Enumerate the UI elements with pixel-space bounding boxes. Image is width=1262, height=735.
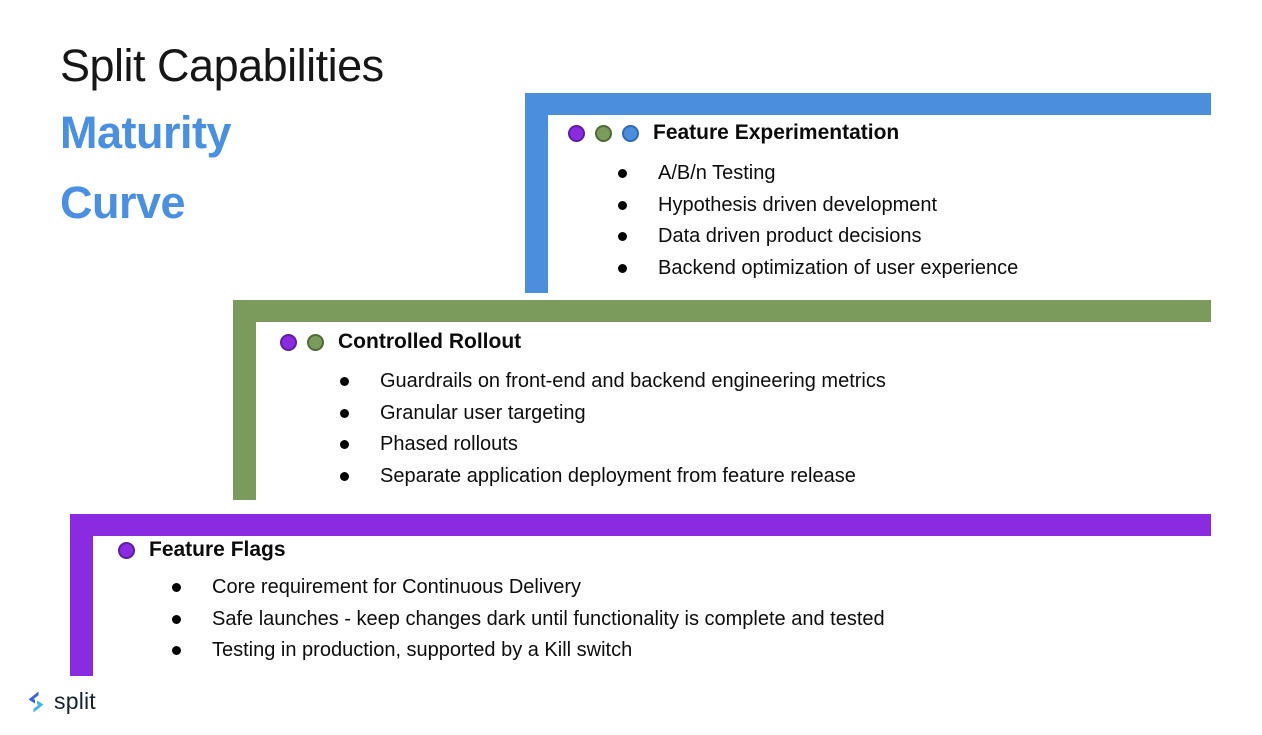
maturity-dot-blue-icon (622, 124, 639, 142)
bullet-item: Guardrails on front-end and backend engi… (340, 366, 886, 398)
maturity-dot-purple-icon (118, 541, 135, 559)
maturity-dot-green-icon (595, 124, 612, 142)
bullet-item: Testing in production, supported by a Ki… (172, 635, 885, 667)
tier-feature-experimentation: Feature Experimentation A/B/n Testing Hy… (525, 93, 1211, 293)
bullet-list-controlled-rollout: Guardrails on front-end and backend engi… (340, 366, 886, 492)
slide-title-line3: Curve (60, 177, 186, 228)
tier-top-bar-blue (525, 93, 1211, 115)
bullet-item: Core requirement for Continuous Delivery (172, 572, 885, 604)
tier-header-feature-experimentation: Feature Experimentation (568, 121, 899, 145)
maturity-dot-green-icon (307, 333, 324, 351)
bullet-item: Safe launches - keep changes dark until … (172, 604, 885, 636)
maturity-dot-purple-icon (568, 124, 585, 142)
bullet-list-feature-experimentation: A/B/n Testing Hypothesis driven developm… (618, 158, 1018, 284)
bullet-item: Separate application deployment from fea… (340, 461, 886, 493)
slide-title: Split Capabilities Maturity Curve (60, 34, 384, 238)
tier-header-feature-flags: Feature Flags (118, 538, 286, 562)
tier-feature-flags: Feature Flags Core requirement for Conti… (70, 514, 1211, 676)
tier-top-bar-green (233, 300, 1211, 322)
bullet-list-feature-flags: Core requirement for Continuous Delivery… (172, 572, 885, 667)
split-logo-text: split (54, 688, 96, 714)
tier-title: Feature Flags (149, 538, 286, 561)
tier-title: Feature Experimentation (653, 121, 900, 144)
tier-top-bar-purple (70, 514, 1211, 536)
bullet-item: Data driven product decisions (618, 221, 1018, 253)
tier-controlled-rollout: Controlled Rollout Guardrails on front-e… (233, 300, 1211, 500)
tier-header-controlled-rollout: Controlled Rollout (280, 330, 521, 354)
tier-left-bar-blue (525, 93, 548, 293)
bullet-item: Backend optimization of user experience (618, 253, 1018, 285)
bullet-item: Hypothesis driven development (618, 190, 1018, 222)
tier-left-bar-purple (70, 514, 93, 676)
bullet-item: Granular user targeting (340, 398, 886, 430)
tier-left-bar-green (233, 300, 256, 500)
bullet-item: A/B/n Testing (618, 158, 1018, 190)
slide-title-line2: Maturity (60, 107, 232, 158)
tier-title: Controlled Rollout (338, 330, 522, 353)
maturity-dot-purple-icon (280, 333, 297, 351)
split-logo-icon (24, 690, 48, 714)
slide-title-line1: Split Capabilities (60, 40, 384, 91)
bullet-item: Phased rollouts (340, 429, 886, 461)
split-logo: split (24, 688, 96, 715)
